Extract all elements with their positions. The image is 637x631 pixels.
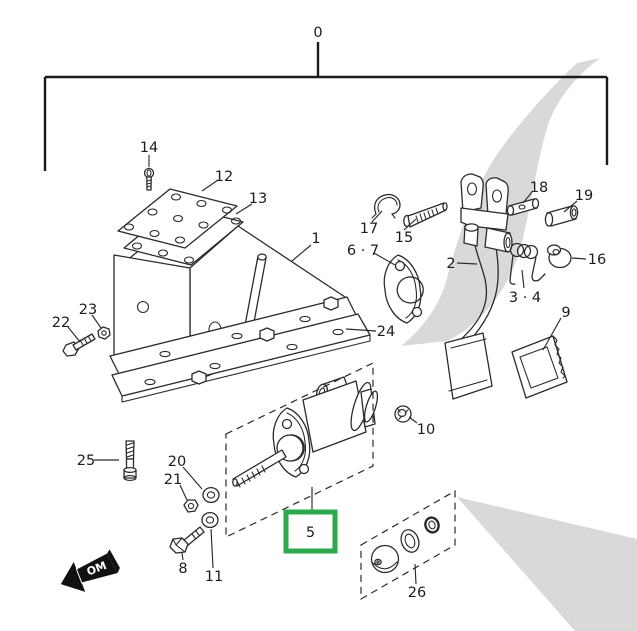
callout-16[interactable]: 16 [588,252,606,268]
callout-10[interactable]: 10 [417,422,435,438]
pedal-bracket-assembly [109,188,371,403]
shade-arrow-small [457,497,637,631]
figure-frame [43,42,609,171]
callout-26[interactable]: 26 [408,585,426,601]
pedal-pad-9 [511,335,568,399]
callout-0[interactable]: 0 [313,25,322,41]
bolt-25 [123,440,137,481]
clevis-pin-15 [403,202,448,228]
callout-17[interactable]: 17 [360,221,378,237]
callout-5[interactable]: 5 [306,525,315,541]
callout-19[interactable]: 19 [575,188,593,204]
seal-ring [424,516,440,534]
callout-6-7[interactable]: 6 · 7 [347,243,379,259]
base-nut-1 [323,296,339,311]
washer-20 [202,486,220,504]
highlight-box[interactable] [283,509,338,554]
pedal-assembly [444,173,513,400]
clevis-ear-right [485,177,509,217]
base-plate-lower [111,313,371,403]
callout-3-4[interactable]: 3 · 4 [509,290,541,306]
clip-17 [371,193,401,219]
om-arrow-icon: OM [60,549,120,592]
nut-23 [97,326,111,340]
callout-8[interactable]: 8 [178,561,187,577]
bolt-8 [169,526,205,554]
callout-23[interactable]: 23 [79,302,97,318]
pivot-bushing-large [484,227,513,253]
gasket-6-7 [383,254,424,324]
callouts: 0 14 12 13 1 17 15 6 · 7 2 18 19 16 3 · … [52,25,606,601]
callout-9[interactable]: 9 [561,305,570,321]
bolt-22 [62,333,96,357]
boot [370,544,400,574]
pin-18 [506,198,540,216]
nut-21 [183,499,199,513]
callout-20[interactable]: 20 [168,454,186,470]
bushing-16 [546,244,572,269]
callout-21[interactable]: 21 [164,472,182,488]
pedal-foot [444,332,493,400]
seal-cup [400,529,420,553]
base-nut-3 [191,370,207,385]
washer-11 [201,511,219,529]
repair-kit-parts [370,516,440,574]
callout-14[interactable]: 14 [140,140,158,156]
callout-18[interactable]: 18 [530,180,548,196]
nut-10 [394,405,412,423]
highlighted-callout-5[interactable]: 5 [283,509,338,554]
clevis-ear-left [460,173,484,213]
sleeve-19 [544,205,579,227]
callout-24[interactable]: 24 [377,324,395,340]
repair-kit-box [360,489,456,601]
callout-13[interactable]: 13 [249,191,267,207]
cylinder-dashed-box [225,362,374,538]
callout-11[interactable]: 11 [205,569,223,585]
pivot-bushing-small [463,223,479,247]
screw-14 [143,167,155,191]
callout-25[interactable]: 25 [77,453,95,469]
callout-2[interactable]: 2 [446,256,455,272]
leader-lines [67,155,587,585]
callout-15[interactable]: 15 [395,230,413,246]
base-nut-2 [259,327,275,342]
callout-22[interactable]: 22 [52,315,70,331]
top-plate [117,188,238,249]
master-cylinder [232,376,379,488]
callout-1[interactable]: 1 [311,231,320,247]
spring-3-4 [509,242,546,285]
callout-12[interactable]: 12 [215,169,233,185]
